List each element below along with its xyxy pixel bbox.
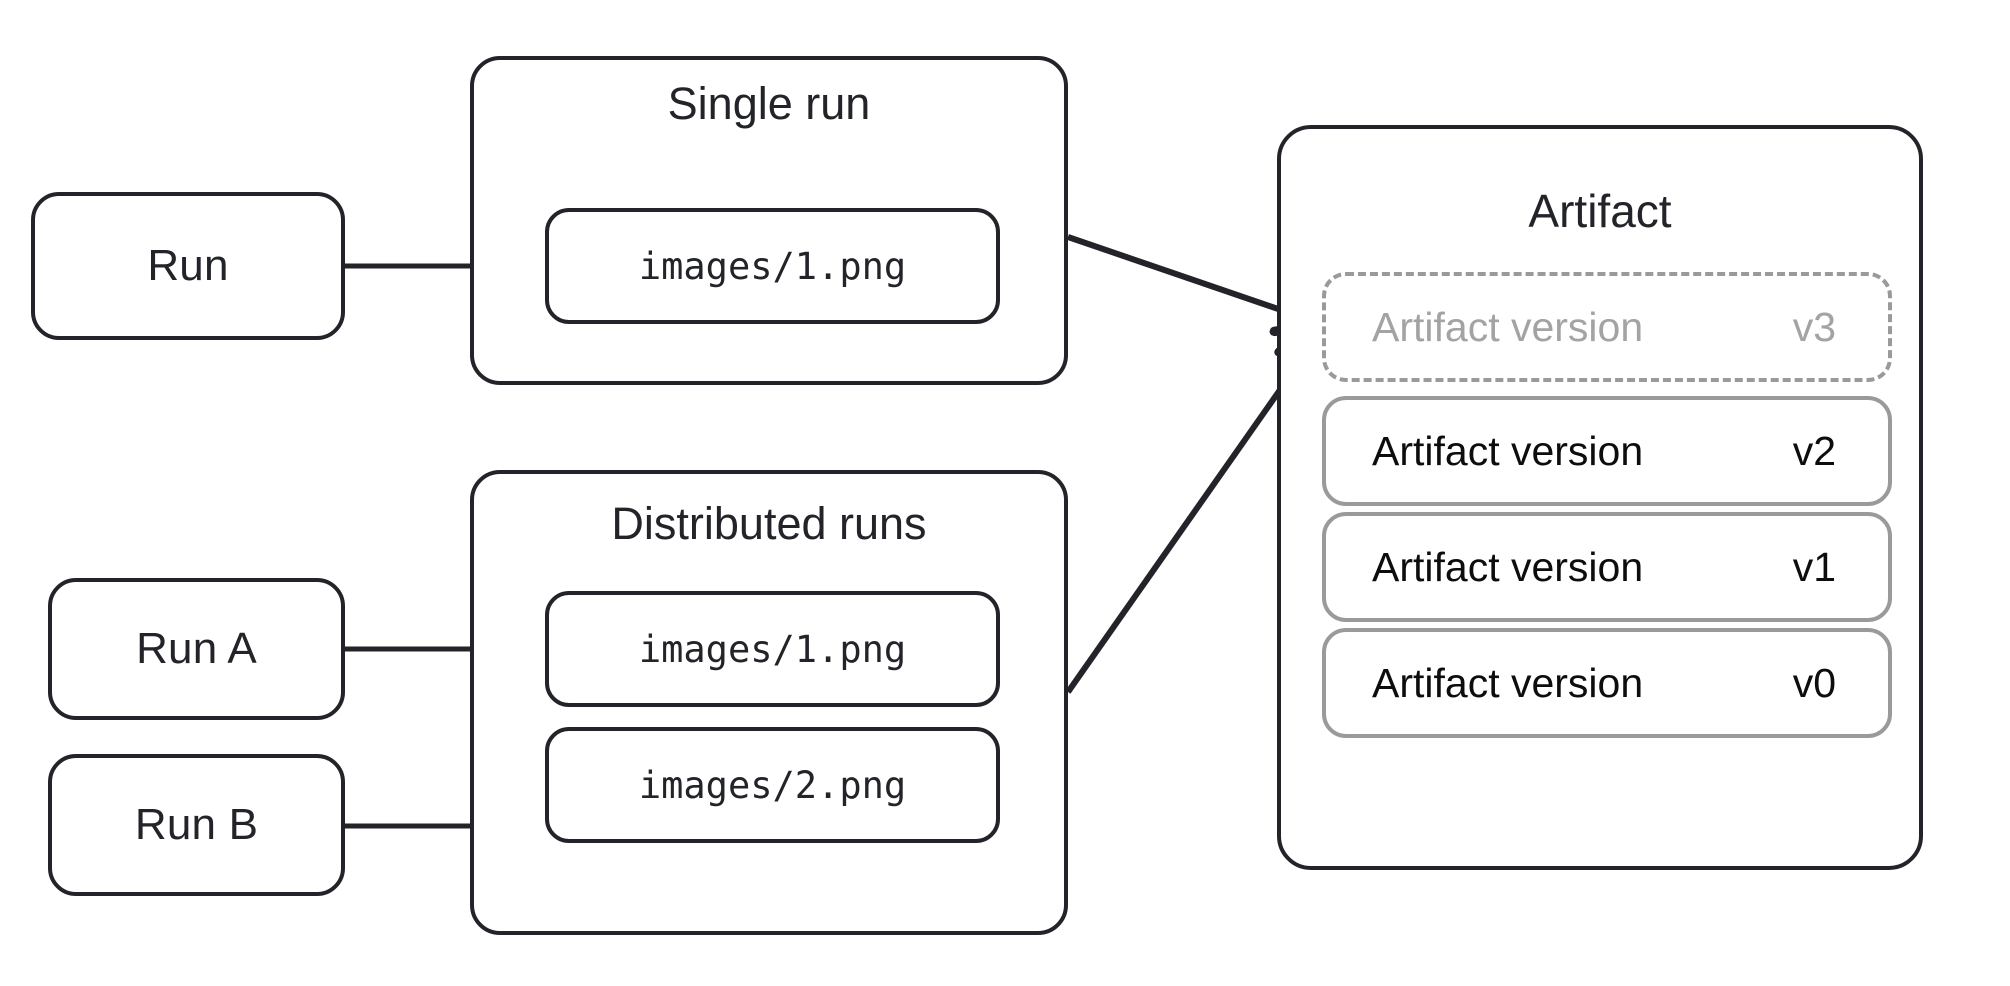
artifact-version-tag: v1 xyxy=(1792,543,1836,590)
file-node-label: images/1.png xyxy=(638,244,907,288)
group-single-run-title: Single run xyxy=(667,78,871,129)
file-node-distributed-images-1[interactable]: images/1.png xyxy=(545,591,1000,707)
artifact-version-row-v2[interactable]: Artifact version v2 xyxy=(1322,396,1892,506)
artifact-version-label: Artifact version xyxy=(1372,303,1644,350)
artifact-version-tag: v0 xyxy=(1792,659,1836,706)
artifact-version-label: Artifact version xyxy=(1372,543,1644,590)
artifact-version-row-v1[interactable]: Artifact version v1 xyxy=(1322,512,1892,622)
artifact-panel-title: Artifact xyxy=(1528,185,1672,237)
artifact-version-label: Artifact version xyxy=(1372,427,1644,474)
run-node[interactable]: Run xyxy=(31,192,345,340)
artifact-version-row-v0[interactable]: Artifact version v0 xyxy=(1322,628,1892,738)
run-a-node-label: Run A xyxy=(136,624,257,673)
artifact-version-row-v3[interactable]: Artifact version v3 xyxy=(1322,272,1892,382)
file-node-distributed-images-2[interactable]: images/2.png xyxy=(545,727,1000,843)
run-a-node[interactable]: Run A xyxy=(48,578,345,720)
file-node-label: images/2.png xyxy=(638,763,907,807)
run-b-node[interactable]: Run B xyxy=(48,754,345,896)
artifact-version-label: Artifact version xyxy=(1372,659,1644,706)
file-node-single-images-1[interactable]: images/1.png xyxy=(545,208,1000,324)
group-distributed-runs-title: Distributed runs xyxy=(611,498,927,549)
artifact-version-tag: v3 xyxy=(1792,303,1836,350)
artifact-panel[interactable]: Artifact Artifact version v3 Artifact ve… xyxy=(1277,125,1923,870)
file-node-label: images/1.png xyxy=(638,627,907,671)
run-b-node-label: Run B xyxy=(134,800,259,849)
artifact-version-tag: v2 xyxy=(1792,427,1836,474)
run-node-label: Run xyxy=(147,241,229,290)
